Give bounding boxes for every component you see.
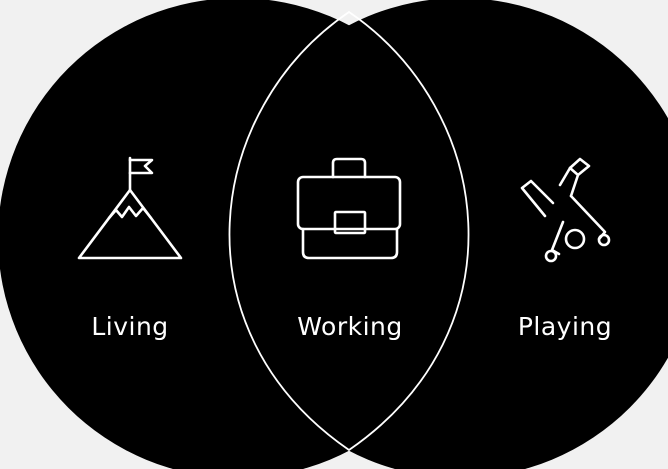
playing-label: Playing (517, 312, 613, 341)
intersection-outline (228, 10, 470, 452)
mountain-flag-icon (77, 156, 183, 260)
working-label: Working (297, 312, 403, 341)
briefcase-icon (296, 157, 402, 260)
playing-circle (220, 0, 668, 469)
cartwheel-person-icon (520, 157, 611, 263)
living-label: Living (91, 312, 169, 341)
